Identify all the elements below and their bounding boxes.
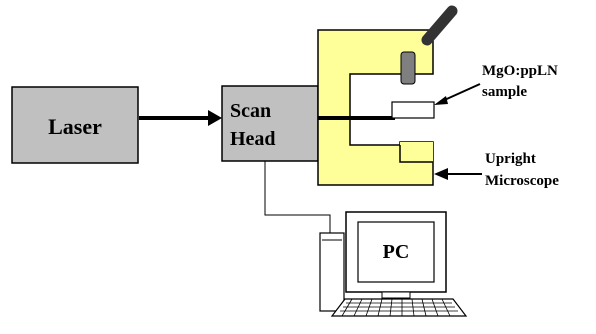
pc-keyboard (330, 298, 468, 317)
pc-label: PC (383, 241, 410, 263)
scan-head-block: Scan Head (221, 85, 319, 162)
laser-block: Laser (11, 86, 139, 164)
microscope-stage-lip (400, 142, 433, 162)
microscope-pointer-arrowhead (434, 168, 448, 180)
sample-annotation: MgO:ppLN sample (434, 63, 558, 105)
microscope-stage-edge (399, 145, 433, 163)
pc-monitor-stand (381, 291, 411, 299)
upright-microscope (317, 5, 458, 186)
sample-label-line1: MgO:ppLN (482, 63, 558, 79)
pc-monitor: PC (345, 211, 447, 299)
eyepiece-tube-body (421, 5, 458, 46)
scan-head-label-line2: Head (230, 128, 276, 150)
sample-slab (391, 101, 435, 119)
laser-to-scanhead-arrow (139, 110, 222, 126)
sample-label-line2: sample (482, 84, 527, 100)
pc-keyboard-keys (340, 298, 458, 317)
microscope-label-line1: Upright (485, 151, 536, 167)
pc-monitor-screen (357, 221, 435, 283)
scan-head-label-line1: Scan (230, 100, 271, 122)
microscope-label-line2: Microscope (485, 173, 559, 189)
laser-beam-arrowhead (208, 110, 222, 126)
laser-label: Laser (48, 114, 102, 139)
laser-box (11, 86, 139, 164)
pc-tower-case (319, 232, 345, 312)
pc-tower (319, 232, 345, 312)
sample-pointer-arrowhead (434, 96, 448, 105)
pc-cable (264, 161, 331, 233)
microscope-annotation: Upright Microscope (434, 151, 559, 189)
scan-head-box (221, 85, 319, 162)
objective-lens (400, 51, 416, 85)
